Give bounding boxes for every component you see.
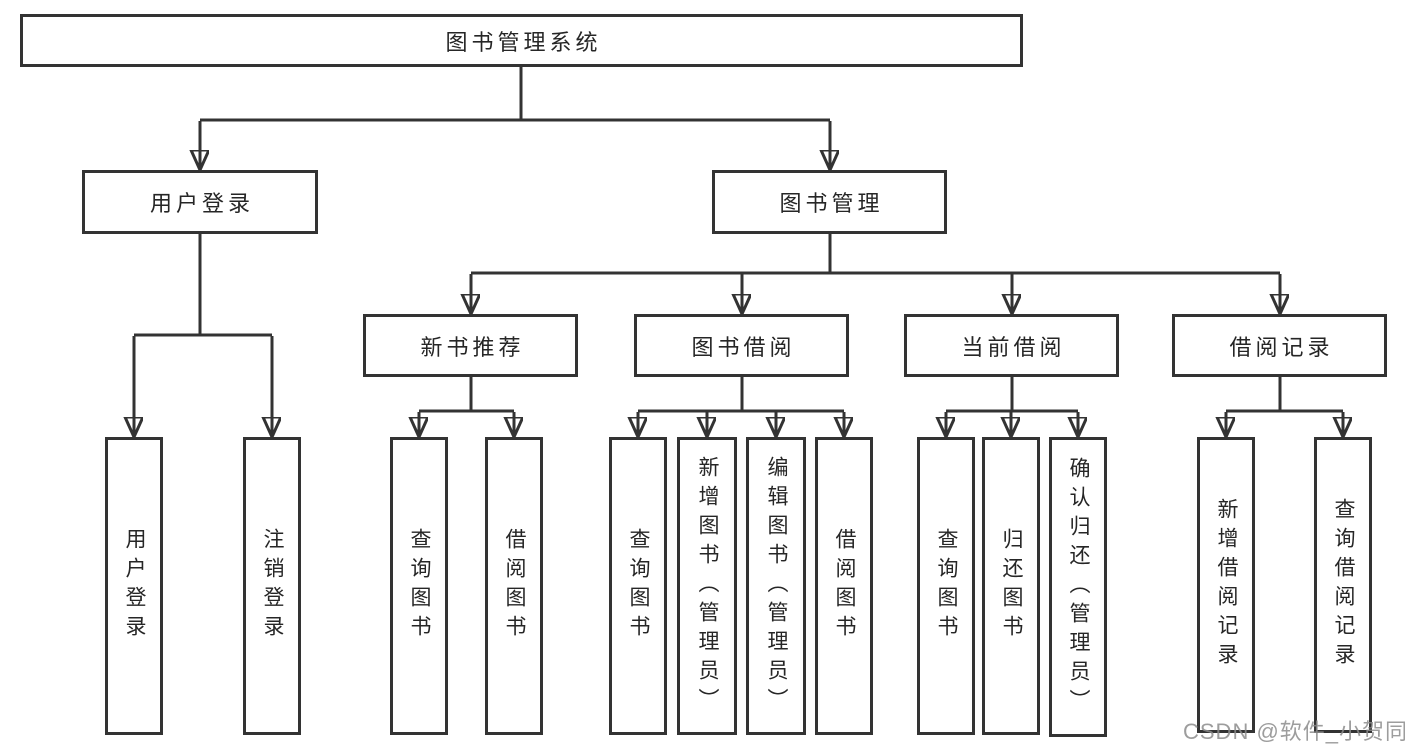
connector-current-borrow-to-leaves [946, 376, 1078, 435]
node-book-management: 图书管理 [712, 170, 947, 234]
leaf-borrow-books: 借阅图书 [815, 437, 873, 735]
leaf-query-borrow-record: 查询借阅记录 [1314, 437, 1372, 733]
connector-user-login-to-leaves [134, 233, 272, 435]
leaf-confirm-return-admin: 确认归还（管理员） [1049, 437, 1107, 737]
csdn-watermark: CSDN @软件_小贺同学 [1183, 719, 1405, 744]
node-root-library-management-system: 图书管理系统 [20, 14, 1023, 67]
node-borrow-records: 借阅记录 [1172, 314, 1387, 377]
leaf-query-books-recommend: 查询图书 [390, 437, 448, 735]
connector-new-book-recommend-to-leaves [419, 376, 514, 435]
node-book-borrow: 图书借阅 [634, 314, 849, 377]
leaf-query-books-borrow: 查询图书 [609, 437, 667, 735]
leaf-edit-books-admin: 编辑图书（管理员） [746, 437, 806, 735]
connector-borrow-records-to-leaves [1226, 376, 1343, 435]
leaf-borrow-books-recommend: 借阅图书 [485, 437, 543, 735]
leaf-add-borrow-record: 新增借阅记录 [1197, 437, 1255, 733]
leaf-logout: 注销登录 [243, 437, 301, 735]
connector-book-management-to-level3 [471, 233, 1280, 312]
leaf-add-books-admin: 新增图书（管理员） [677, 437, 737, 735]
node-current-borrow: 当前借阅 [904, 314, 1119, 377]
leaf-user-login: 用户登录 [105, 437, 163, 735]
connector-book-borrow-to-leaves [638, 376, 844, 435]
node-user-login: 用户登录 [82, 170, 318, 234]
leaf-return-books: 归还图书 [982, 437, 1040, 735]
leaf-query-books-current: 查询图书 [917, 437, 975, 735]
node-new-book-recommend: 新书推荐 [363, 314, 578, 377]
connector-root-to-level2 [200, 66, 830, 168]
